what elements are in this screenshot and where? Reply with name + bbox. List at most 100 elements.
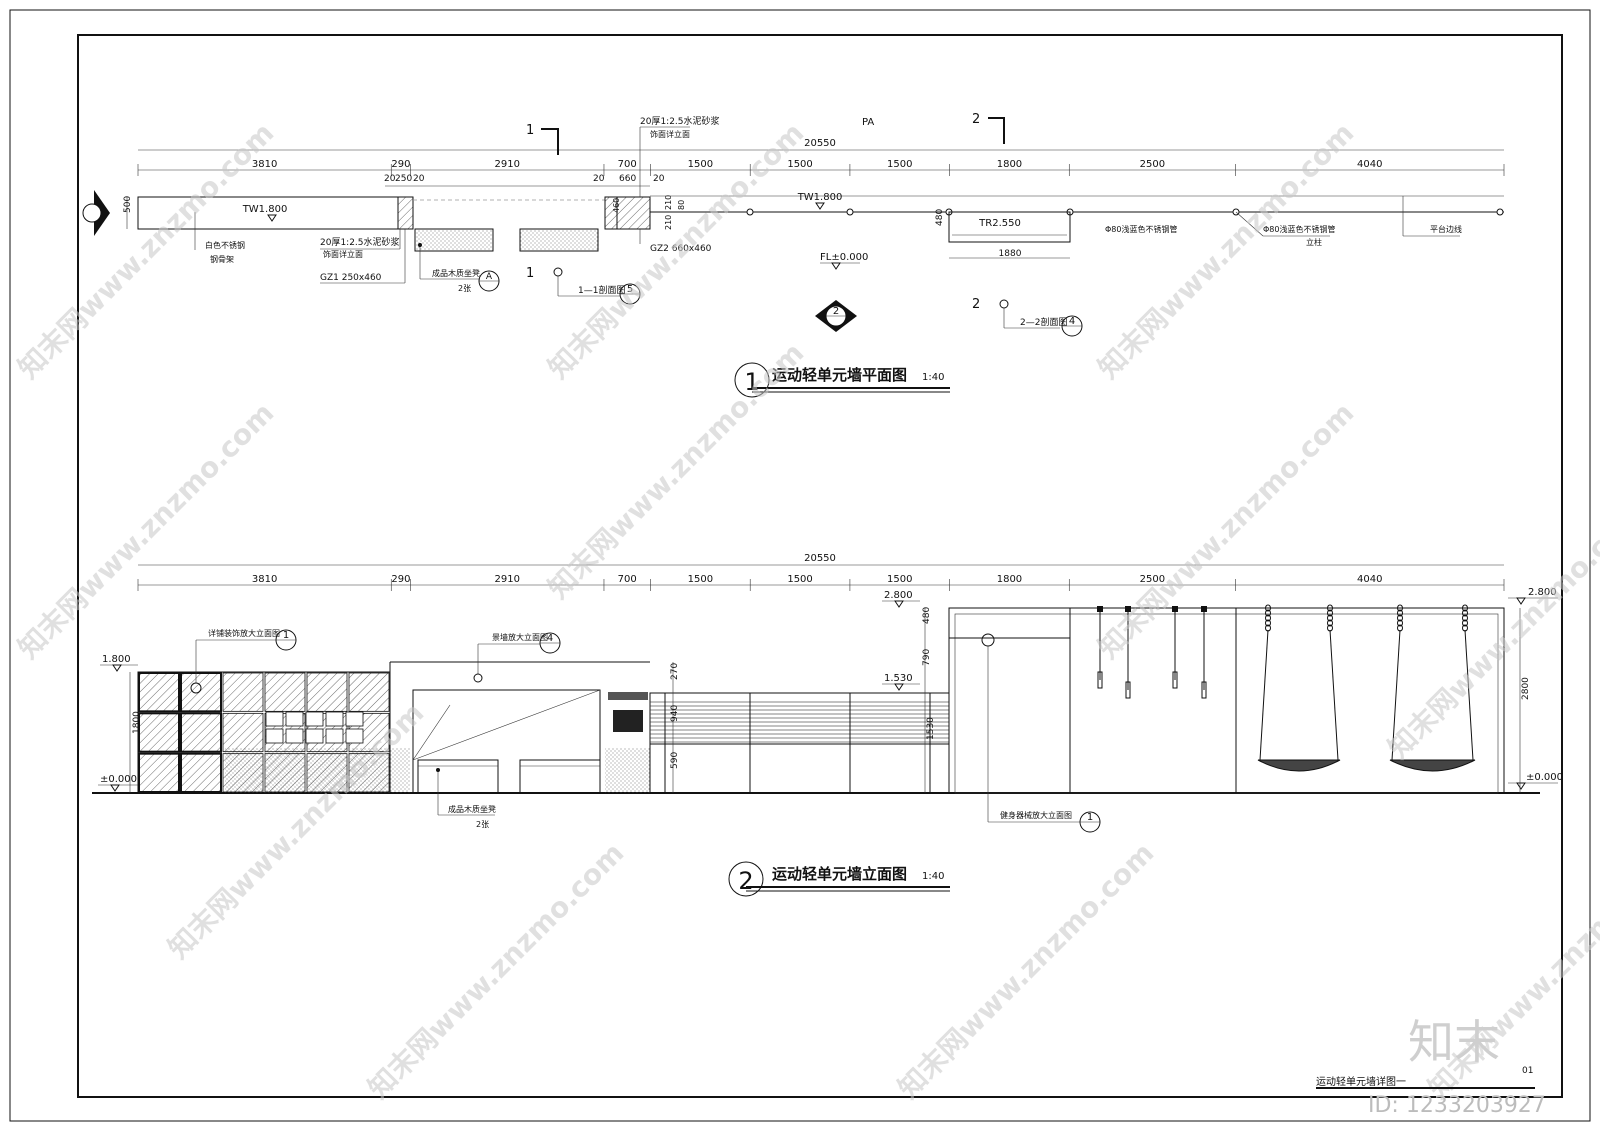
plan-sec1b-label: 1 bbox=[526, 266, 534, 281]
elev-title: 运动轻单元墙立面图 bbox=[772, 865, 907, 883]
elev-callout-4: 4 bbox=[547, 633, 553, 644]
plan-height-500: 500 bbox=[123, 196, 133, 213]
segment-dim: 4040 bbox=[1357, 574, 1382, 585]
swing-chain bbox=[1464, 629, 1474, 761]
watermark: 知末网www.znzmo.com bbox=[12, 396, 281, 665]
segment-dim: 4040 bbox=[1357, 159, 1382, 170]
elev-level-0-right: ±0.000 bbox=[1526, 772, 1563, 783]
elev-note-fitness: 健身器械放大立面图 bbox=[1000, 810, 1072, 820]
watermark: 知末网www.znzmo.com bbox=[362, 836, 631, 1105]
locker-small-cell bbox=[345, 711, 364, 727]
elev-level-1530: 1.530 bbox=[884, 673, 913, 684]
watermark: 知末网www.znzmo.com bbox=[1092, 396, 1361, 665]
segment-dim: 1800 bbox=[997, 159, 1022, 170]
plan-sec2b-label: 2 bbox=[972, 297, 980, 312]
elev-note-bench: 成品木质坐凳 bbox=[448, 804, 496, 814]
plan-tw2-label: TW1.800 bbox=[797, 192, 843, 203]
segment-dim: 1500 bbox=[787, 159, 812, 170]
elev-dim-940: 940 bbox=[670, 705, 680, 722]
locker-cell bbox=[348, 672, 390, 712]
plan-sec1-ref: 1—1剖面图 bbox=[578, 284, 625, 296]
locker-small-cell bbox=[345, 728, 364, 744]
plan-callout-4: 4 bbox=[1069, 316, 1075, 327]
title-block: 知末 01 运动轻单元墙详图一 ID: 1233203927 bbox=[1316, 1015, 1546, 1118]
footer-sheet-no: 01 bbox=[1522, 1066, 1533, 1076]
sub-dim: 660 bbox=[619, 174, 636, 184]
plan-note-finish-top: 饰面详立面 bbox=[650, 129, 690, 139]
watermark: 知末网www.znzmo.com bbox=[1092, 116, 1361, 385]
plan-note-finish-left: 饰面详立面 bbox=[323, 249, 363, 259]
plan-sec2-label: 2 bbox=[972, 112, 980, 127]
pa-label: PA bbox=[862, 117, 874, 128]
sub-dim: 20 bbox=[593, 174, 605, 184]
plan-note-mortar-left: 20厚1:2.5水泥砂浆 bbox=[320, 236, 400, 248]
watermark: 知末网www.znzmo.com bbox=[12, 116, 281, 385]
elev-level-2800-mid: 2.800 bbox=[884, 590, 913, 601]
elev-swings bbox=[1257, 604, 1476, 772]
segment-dim: 700 bbox=[618, 159, 637, 170]
plan-dim-210a: 210 bbox=[664, 195, 673, 210]
plan-dim-210b: 210 bbox=[664, 215, 673, 230]
inner-border bbox=[77, 34, 1563, 1098]
plan-note-bench-qty: 2张 bbox=[458, 284, 471, 293]
plan-tw1-label: TW1.800 bbox=[242, 204, 288, 215]
locker-cell bbox=[138, 672, 180, 713]
footer-sheet-title: 运动轻单元墙详图一 bbox=[1316, 1075, 1406, 1088]
plan-note-pipe2: Φ80浅蓝色不锈钢管 bbox=[1263, 224, 1335, 234]
segment-dim: 1500 bbox=[887, 159, 912, 170]
elev-dim-1800: 1800 bbox=[132, 711, 142, 734]
elev-level-1800: 1.800 bbox=[102, 654, 131, 665]
plan-column-gz1 bbox=[397, 196, 414, 230]
locker-small-cell bbox=[265, 728, 284, 744]
segment-dim: 700 bbox=[618, 574, 637, 585]
plan-callout-marker-left bbox=[94, 190, 110, 236]
segment-dim: 2910 bbox=[495, 574, 520, 585]
locker-cell bbox=[180, 672, 222, 713]
plan-callout-5: 5 bbox=[627, 284, 633, 295]
segment-dim: 2500 bbox=[1140, 159, 1165, 170]
segment-dim: 1800 bbox=[997, 574, 1022, 585]
watermark: 知末网www.znzmo.com bbox=[1382, 496, 1600, 765]
segment-dim: 1500 bbox=[688, 159, 713, 170]
plan-sec1-label: 1 bbox=[526, 123, 534, 138]
elev-callout-1: 1 bbox=[283, 630, 289, 641]
segment-dim: 2910 bbox=[495, 159, 520, 170]
segment-dim: 290 bbox=[391, 159, 410, 170]
elev-note-wall: 景墙放大立面图 bbox=[492, 632, 548, 642]
watermark: 知末网www.znzmo.com bbox=[542, 336, 811, 605]
segment-dim: 3810 bbox=[252, 574, 277, 585]
sub-dim: 20 bbox=[384, 174, 396, 184]
plan-tr-label: TR2.550 bbox=[978, 218, 1021, 229]
plan-dim-460: 460 bbox=[612, 198, 621, 213]
plan-note-pipe1: Φ80浅蓝色不锈钢管 bbox=[1105, 224, 1177, 234]
plan-sec2-ref: 2—2剖面图 bbox=[1020, 316, 1067, 328]
elev-dim-480: 480 bbox=[922, 607, 932, 624]
plan-note-white-steel: 白色不锈钢 bbox=[205, 240, 245, 250]
plan-note-post: 立柱 bbox=[1306, 237, 1322, 247]
elev-rings bbox=[1097, 606, 1207, 699]
swing-chain bbox=[1391, 629, 1401, 761]
plan-sub-dims: 20 250 20 20 660 20 bbox=[384, 174, 665, 184]
swing-seat bbox=[1389, 759, 1476, 772]
plan-note-bench: 成品木质坐凳 bbox=[432, 268, 480, 278]
sub-dim: 20 bbox=[653, 174, 665, 184]
plan-bench-1 bbox=[415, 229, 493, 251]
elev-note-bench-qty: 2张 bbox=[476, 820, 489, 829]
plan-title: 运动轻单元墙平面图 bbox=[772, 366, 907, 384]
plan-gz1-label: GZ1 250x460 bbox=[320, 273, 382, 283]
locker-cell bbox=[306, 672, 348, 712]
elev-bench-1 bbox=[417, 759, 499, 794]
plan-callout-a: A bbox=[486, 272, 493, 282]
plan-gz2-label: GZ2 660x460 bbox=[650, 244, 712, 254]
elev-total-dim: 20550 bbox=[804, 553, 836, 564]
elev-dim-790: 790 bbox=[922, 649, 932, 666]
outer-border bbox=[9, 9, 1591, 1122]
locker-small-cell bbox=[265, 711, 284, 727]
elev-dim-590: 590 bbox=[670, 752, 680, 769]
